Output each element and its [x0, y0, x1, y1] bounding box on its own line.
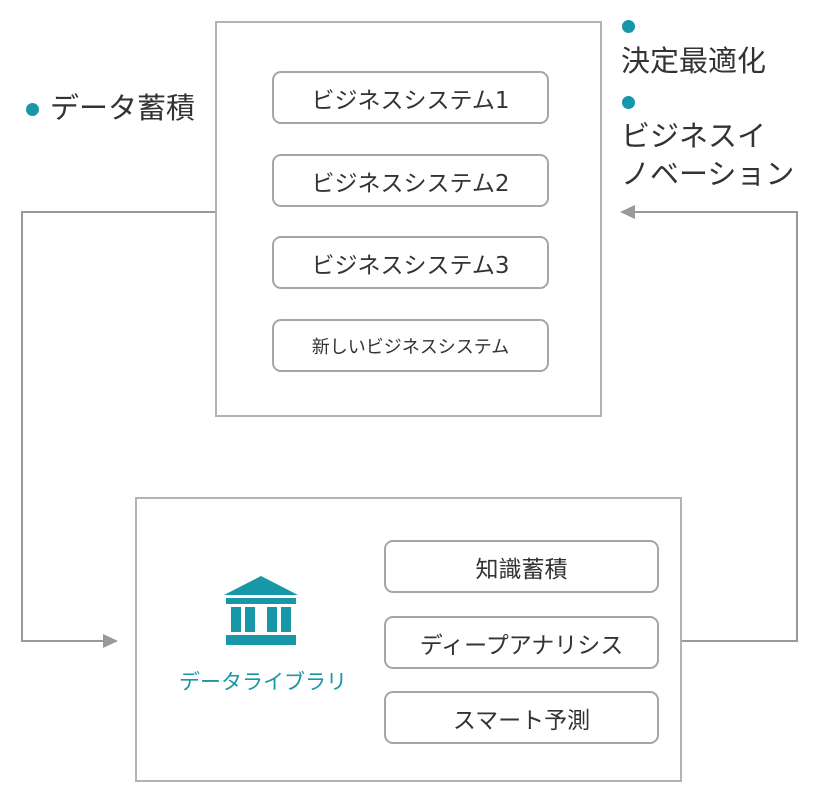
business-system-3: ビジネスシステム3: [272, 236, 549, 289]
capability-smart-prediction: スマート予測: [384, 691, 659, 744]
connector-to-library: [21, 211, 215, 642]
capability-knowledge-accumulation: 知識蓄積: [384, 540, 659, 593]
annotation-data-accumulation: データ蓄積: [50, 91, 196, 125]
data-library-panel: データライブラリ 知識蓄積 ディープアナリシス スマート予測: [135, 497, 682, 782]
annotation-business-innovation-line1: ビジネスイ: [621, 119, 767, 153]
arrowhead-to-library: [103, 634, 118, 648]
bullet-dot-icon: [622, 96, 635, 109]
connector-to-business-systems: [634, 211, 798, 642]
arrowhead-to-business-systems: [620, 205, 635, 219]
bank-building-icon: [224, 576, 298, 645]
bullet-dot-icon: [26, 103, 39, 116]
new-business-system: 新しいビジネスシステム: [272, 319, 549, 372]
annotation-decision-optimization: 決定最適化: [621, 44, 767, 78]
business-system-1: ビジネスシステム1: [272, 71, 549, 124]
capability-deep-analysis: ディープアナリシス: [384, 616, 659, 669]
annotation-business-innovation-line2: ノベーション: [621, 157, 795, 191]
business-system-2: ビジネスシステム2: [272, 154, 549, 207]
bullet-dot-icon: [622, 20, 635, 33]
data-library-label: データライブラリ: [179, 670, 347, 694]
business-systems-panel: ビジネスシステム1 ビジネスシステム2 ビジネスシステム3 新しいビジネスシステ…: [215, 21, 602, 417]
